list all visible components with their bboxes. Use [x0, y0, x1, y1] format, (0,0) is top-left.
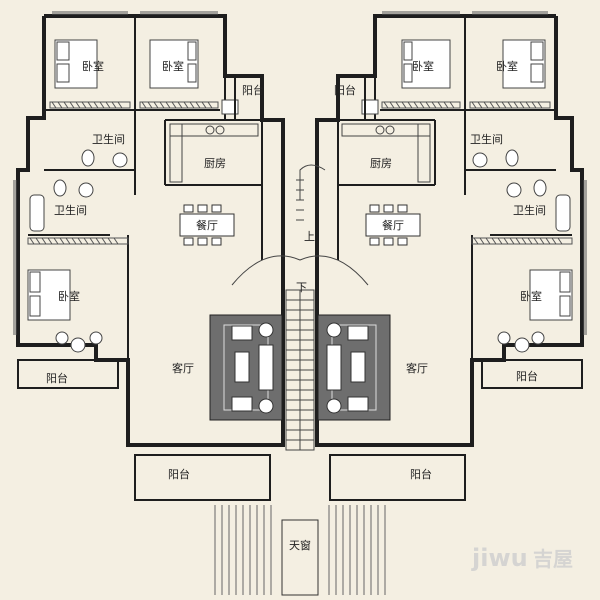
watermark-latin: jiwu	[471, 544, 528, 572]
label-balcony-bl: 阳台	[168, 467, 190, 481]
closets	[27, 101, 573, 245]
beds	[27, 39, 573, 321]
windows	[13, 11, 587, 335]
label-dining-r: 餐厅	[382, 218, 404, 232]
label-bedroom-tl1: 卧室	[82, 59, 104, 73]
label-stair-up: 上	[304, 230, 315, 243]
label-bedroom-tr2: 卧室	[496, 59, 518, 73]
label-balcony-br: 阳台	[410, 467, 432, 481]
living-rug-right	[317, 314, 391, 421]
label-bath-r2: 卫生间	[513, 203, 546, 217]
label-balcony-l: 阳台	[46, 371, 68, 385]
label-bath-l2: 卫生间	[54, 203, 87, 217]
label-bath-l1: 卫生间	[92, 132, 125, 146]
watermark: jiwu 吉屋	[471, 544, 573, 572]
outer-walls	[16, 14, 584, 447]
label-balcony-tl: 阳台	[242, 83, 264, 97]
label-bedroom-l: 卧室	[58, 289, 80, 303]
dining-tables	[179, 204, 421, 246]
label-balcony-r: 阳台	[516, 369, 538, 383]
room-labels: 卧室 卧室 卧室 卧室 卧室 卧室 卫生间 卫生间 卫生间 卫生间 厨房 厨房 …	[46, 59, 546, 552]
label-bedroom-tl2: 卧室	[162, 59, 184, 73]
label-kitchen-l: 厨房	[204, 157, 226, 170]
lounge-chairs	[55, 331, 545, 353]
label-balcony-tr: 阳台	[334, 83, 356, 97]
kitchen-counters	[169, 123, 431, 183]
label-kitchen-r: 厨房	[370, 157, 392, 170]
label-living-r: 客厅	[406, 361, 428, 375]
entrance-steps	[214, 505, 386, 596]
label-bedroom-tr1: 卧室	[412, 59, 434, 73]
front-balconies	[17, 75, 583, 501]
label-dining-l: 餐厅	[196, 218, 218, 232]
living-rug-left	[209, 314, 283, 421]
label-living-l: 客厅	[172, 361, 194, 375]
staircase	[231, 164, 369, 451]
label-stair-down: 下	[296, 281, 307, 294]
label-bedroom-r: 卧室	[520, 289, 542, 303]
bath-fixtures	[29, 99, 571, 232]
interior-walls	[28, 16, 572, 360]
label-skylight: 天窗	[289, 538, 311, 552]
watermark-cn: 吉屋	[533, 547, 573, 571]
label-bath-r1: 卫生间	[470, 132, 503, 146]
